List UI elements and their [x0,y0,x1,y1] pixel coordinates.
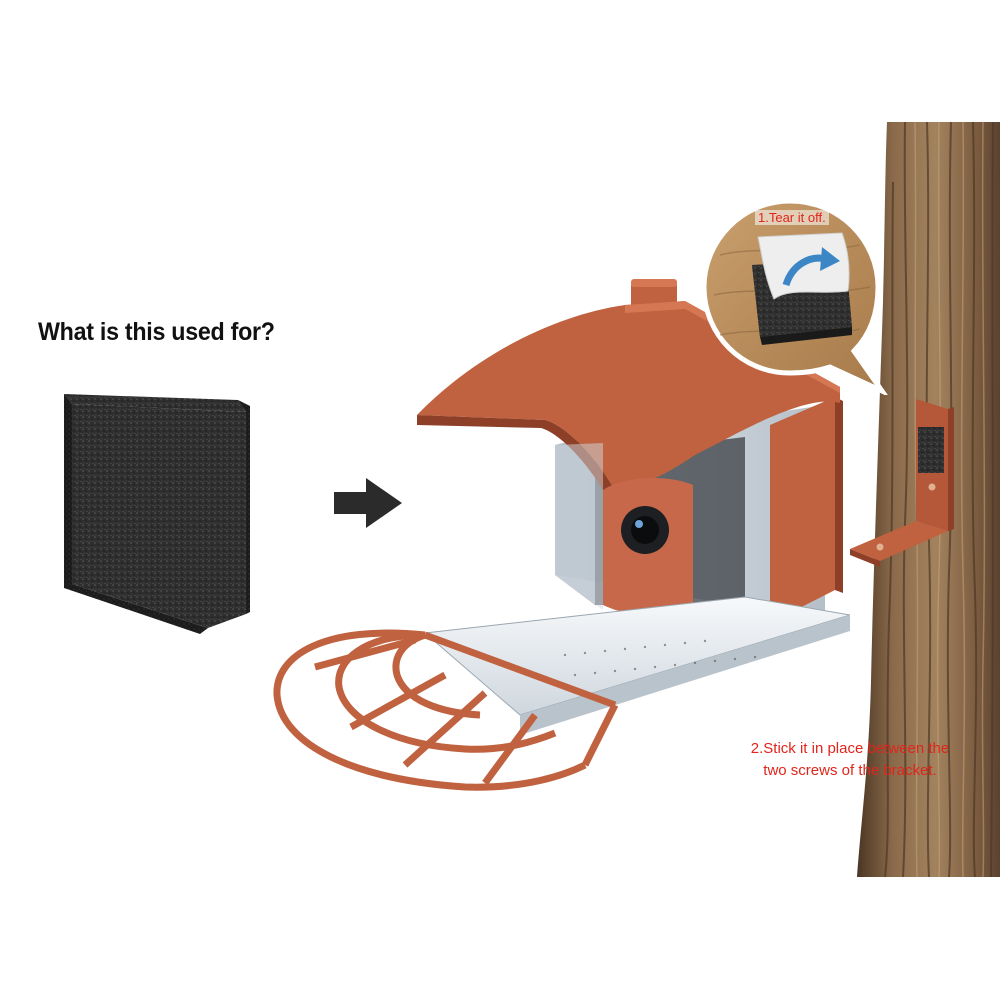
bird-feeder-image [265,275,850,795]
curved-arrow-icon [782,245,842,290]
step-stick-line-2: two screws of the bracket. [763,762,937,779]
step-stick-line-1: 2.Stick it in place between the [750,740,950,757]
step-tear-label: 1.Tear it off. [755,210,829,225]
question-heading: What is this used for? [38,318,275,346]
foam-pad-image [58,392,258,637]
step-stick-label: 2.Stick it in place between the two scre… [700,738,1000,782]
mounting-bracket-image [840,395,965,570]
tear-off-zoom-bubble [700,195,900,395]
right-arrow-icon [334,478,404,528]
